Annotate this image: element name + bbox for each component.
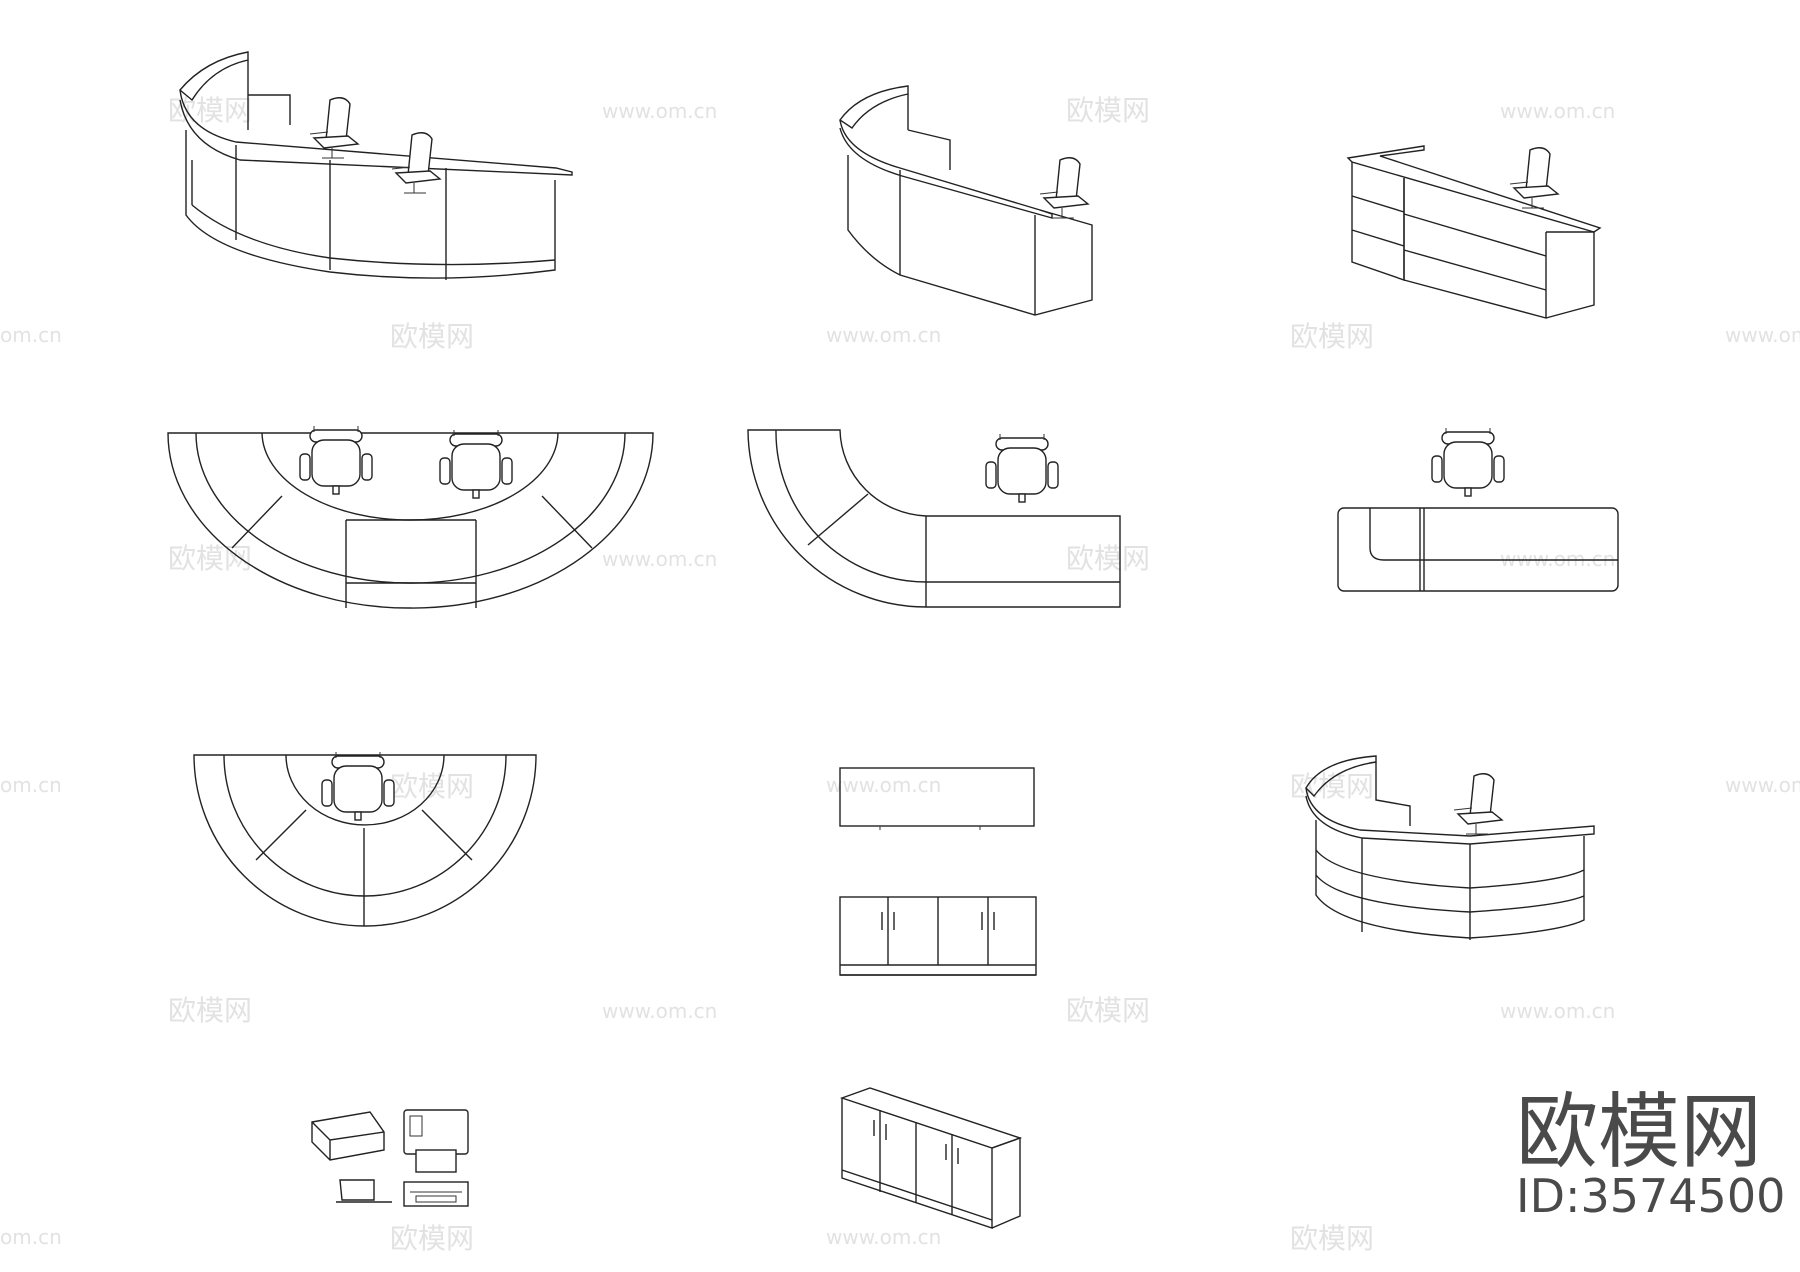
cabinet-iso (839, 1087, 1023, 1229)
watermark-url: www.om.cn (1725, 773, 1800, 797)
watermark-url: www.om.cn (1500, 999, 1615, 1023)
brand-id: ID:3574500 (1516, 1169, 1785, 1223)
watermark-url: www.om.cn (602, 999, 717, 1023)
watermark-url: www.om.cn (1500, 547, 1615, 571)
watermark-cn: 欧模网 (1066, 994, 1150, 1027)
watermark-url: om.cn (0, 323, 62, 347)
reception-desk-l-curve-plan (747, 429, 1121, 608)
watermark-url: www.om.cn (602, 99, 717, 123)
watermark-cn: 欧模网 (1066, 94, 1150, 127)
reception-desk-curved-iso (179, 51, 573, 280)
reception-desk-double-plan (167, 425, 654, 609)
watermark-cn: 欧模网 (390, 320, 474, 353)
watermark-url: www.om.cn (826, 1225, 941, 1249)
watermark-url: om.cn (0, 773, 62, 797)
watermark-cn: 欧模网 (1290, 1222, 1374, 1255)
watermark-cn: 欧模网 (390, 1222, 474, 1255)
reception-desk-round-iso (1305, 755, 1595, 940)
watermark-url: www.om.cn (1725, 323, 1800, 347)
office-equipment (311, 1109, 469, 1207)
reception-desk-straight-plan (1337, 427, 1619, 592)
watermark-url: www.om.cn (826, 323, 941, 347)
watermark-cn: 欧模网 (1066, 542, 1150, 575)
cabinet-top-plan (839, 767, 1035, 830)
watermark-url: om.cn (0, 1225, 62, 1249)
watermark-cn: 欧模网 (390, 770, 474, 803)
reception-desk-straight-iso (1346, 145, 1602, 319)
watermark-url: www.om.cn (1500, 99, 1615, 123)
reception-desk-semicircle-plan (193, 751, 537, 927)
cabinet-front-elevation (839, 896, 1037, 976)
watermark-cn: 欧模网 (1290, 770, 1374, 803)
watermark-cn: 欧模网 (168, 542, 252, 575)
watermark-url: www.om.cn (826, 773, 941, 797)
reception-desk-l-curve-iso (839, 85, 1093, 316)
watermark-cn: 欧模网 (168, 94, 252, 127)
watermark-cn: 欧模网 (1290, 320, 1374, 353)
watermark-layer: 欧模网 www.om.cn 欧模网 www.om.cn om.cn 欧模网 ww… (0, 94, 1800, 1255)
brand-block: 欧模网 ID:3574500 (1516, 1085, 1785, 1223)
watermark-cn: 欧模网 (168, 994, 252, 1027)
watermark-url: www.om.cn (602, 547, 717, 571)
brand-name: 欧模网 (1516, 1085, 1762, 1180)
